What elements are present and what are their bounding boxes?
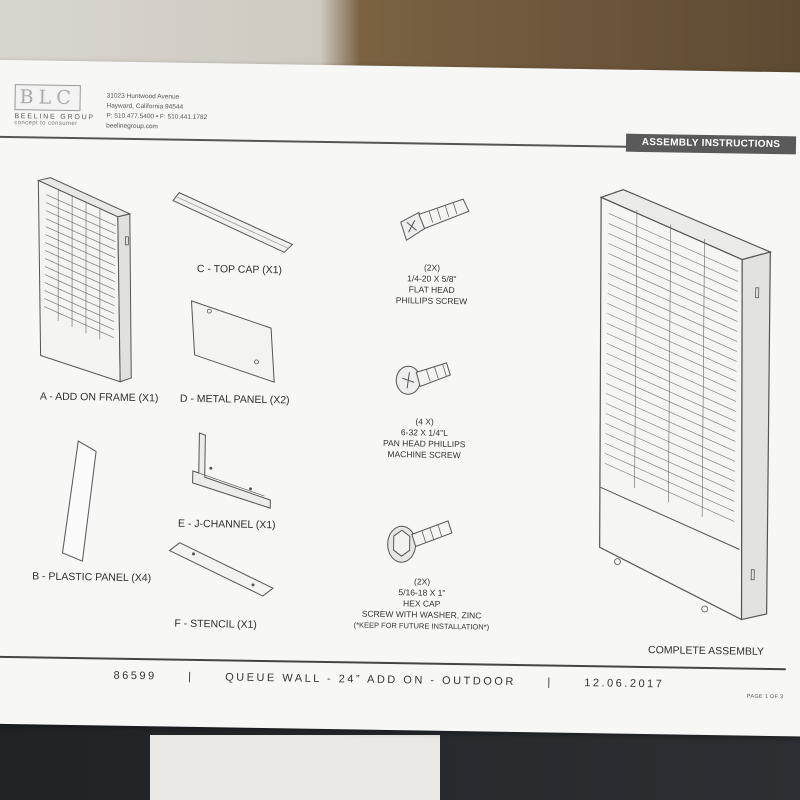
instruction-sheet: BLC BEELINE GROUP concept to consumer 31… bbox=[0, 59, 800, 737]
part-b-label: B - PLASTIC PANEL (X4) bbox=[32, 570, 152, 585]
pan-head-screw-text: (4 X) 6-32 X 1/4"L PAN HEAD PHILLIPS MAC… bbox=[359, 416, 490, 462]
footer-title: QUEUE WALL - 24” ADD ON - OUTDOOR bbox=[225, 671, 516, 689]
page-number: PAGE 1 OF 3 bbox=[746, 693, 784, 701]
background-panel-bottom bbox=[150, 735, 440, 800]
screw-3-note: (*KEEP FOR FUTURE INSTALLATION*) bbox=[353, 620, 490, 632]
complete-assembly-label: COMPLETE ASSEMBLY bbox=[647, 644, 765, 658]
footer-separator-1: | bbox=[188, 670, 194, 683]
stencil-drawing bbox=[168, 542, 274, 597]
j-channel-drawing bbox=[192, 432, 271, 509]
footer-part-number: 86599 bbox=[113, 669, 157, 683]
part-e-label: E - J-CHANNEL (X1) bbox=[177, 517, 276, 532]
plastic-panel-drawing bbox=[61, 440, 97, 562]
part-a-label: A - ADD ON FRAME (X1) bbox=[39, 390, 159, 405]
footer-separator-2: | bbox=[547, 676, 553, 689]
metal-panel-drawing bbox=[190, 300, 275, 383]
company-logo: BLC BEELINE GROUP concept to consumer bbox=[14, 84, 95, 127]
flat-head-screw-text: (2X) 1/4-20 X 5/8" FLAT HEAD PHILLIPS SC… bbox=[371, 262, 492, 308]
hex-cap-screw-drawing bbox=[387, 520, 453, 563]
website: beelinegroup.com bbox=[106, 122, 158, 131]
footer-rule bbox=[0, 655, 786, 670]
part-d-label: D - METAL PANEL (X2) bbox=[179, 392, 290, 407]
logo-letters: BLC bbox=[14, 84, 81, 112]
hex-cap-screw-text: (2X) 5/16-18 X 1" HEX CAP SCREW WITH WAS… bbox=[326, 575, 517, 633]
complete-assembly-drawing bbox=[599, 188, 773, 621]
footer-bar: 86599 | QUEUE WALL - 24” ADD ON - OUTDOO… bbox=[113, 670, 664, 691]
screw-1-line2: PHILLIPS SCREW bbox=[395, 295, 468, 307]
company-address: 31023 Huntwood Avenue Hayward, Californi… bbox=[106, 92, 208, 134]
part-c-label: C - TOP CAP (X1) bbox=[196, 262, 283, 277]
add-on-frame-drawing bbox=[36, 177, 132, 383]
flat-head-screw-drawing bbox=[400, 198, 470, 242]
part-f-label: F - STENCIL (X1) bbox=[174, 617, 257, 631]
screw-2-line2: MACHINE SCREW bbox=[387, 448, 461, 461]
footer-date: 12.06.2017 bbox=[584, 677, 665, 691]
pan-head-screw-drawing bbox=[395, 362, 451, 395]
top-cap-drawing bbox=[172, 192, 294, 253]
assembly-instructions-tab: ASSEMBLY INSTRUCTIONS bbox=[625, 133, 797, 155]
